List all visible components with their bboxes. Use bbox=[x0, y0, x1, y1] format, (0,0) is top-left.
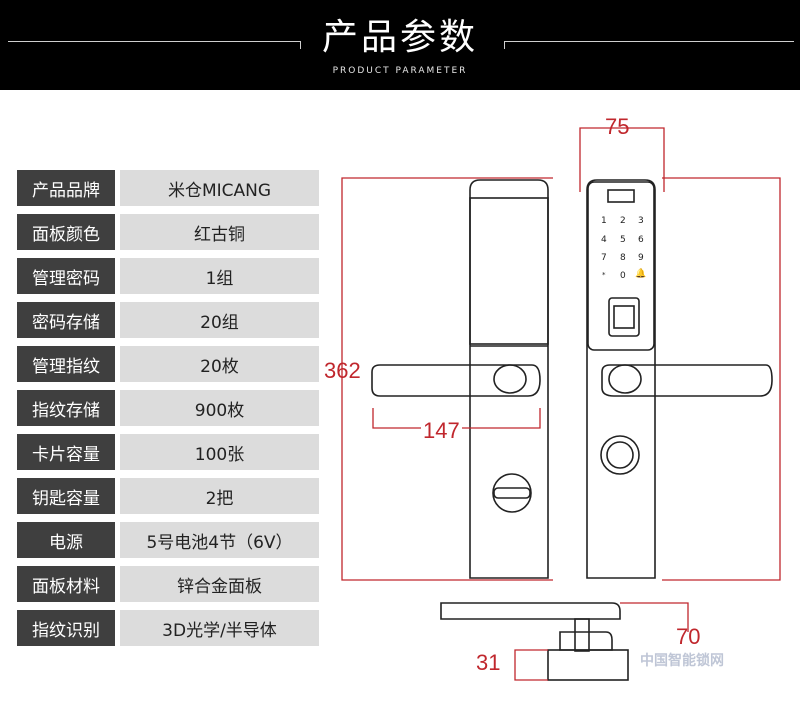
dim-height-right bbox=[662, 177, 781, 581]
param-label: 管理指纹 bbox=[17, 346, 115, 382]
top-view-plate bbox=[440, 602, 621, 620]
key-0: 0 bbox=[620, 271, 626, 281]
thumb-turn bbox=[492, 473, 532, 513]
param-row: 电源 5号电池4节（6V） bbox=[17, 522, 319, 558]
param-value: 900枚 bbox=[120, 390, 319, 426]
key-2: 2 bbox=[620, 216, 626, 226]
bell-icon: 🔔 bbox=[635, 269, 647, 279]
param-label: 钥匙容量 bbox=[17, 478, 115, 514]
front-handle bbox=[601, 364, 773, 397]
key-cylinder-inner bbox=[606, 441, 634, 469]
param-row: 产品品牌 米仓MICANG bbox=[17, 170, 319, 206]
key-star: * bbox=[602, 271, 606, 279]
param-row: 管理指纹 20枚 bbox=[17, 346, 319, 382]
top-view-spindle bbox=[574, 618, 590, 652]
param-value: 20枚 bbox=[120, 346, 319, 382]
header-rule-left bbox=[8, 41, 300, 42]
param-value: 3D光学/半导体 bbox=[120, 610, 319, 646]
fingerprint-window bbox=[613, 305, 635, 329]
param-value: 100张 bbox=[120, 434, 319, 470]
param-label: 指纹存储 bbox=[17, 390, 115, 426]
watermark: 中国智能锁网 bbox=[640, 653, 724, 669]
param-label: 电源 bbox=[17, 522, 115, 558]
key-4: 4 bbox=[601, 235, 607, 245]
param-value: 5号电池4节（6V） bbox=[120, 522, 319, 558]
key-3: 3 bbox=[638, 216, 644, 226]
thumb-turn-lever bbox=[493, 487, 531, 499]
dim-thumb-label: 31 bbox=[476, 650, 501, 675]
param-label: 面板颜色 bbox=[17, 214, 115, 250]
front-panel-display bbox=[607, 189, 635, 203]
param-row: 钥匙容量 2把 bbox=[17, 478, 319, 514]
key-cylinder bbox=[600, 435, 640, 475]
back-handle bbox=[371, 364, 541, 397]
param-value: 2把 bbox=[120, 478, 319, 514]
param-label: 指纹识别 bbox=[17, 610, 115, 646]
param-label: 产品品牌 bbox=[17, 170, 115, 206]
page-subtitle: PRODUCT PARAMETER bbox=[332, 66, 468, 76]
param-row: 卡片容量 100张 bbox=[17, 434, 319, 470]
back-panel-outline bbox=[469, 179, 549, 579]
header-rule-tick bbox=[300, 41, 301, 49]
front-panel-screen bbox=[587, 181, 655, 351]
param-value: 1组 bbox=[120, 258, 319, 294]
dim-height-left bbox=[341, 177, 553, 581]
fingerprint-sensor bbox=[608, 297, 640, 337]
param-row: 面板颜色 红古铜 bbox=[17, 214, 319, 250]
back-handle-rose bbox=[493, 364, 527, 394]
param-row: 管理密码 1组 bbox=[17, 258, 319, 294]
param-label: 卡片容量 bbox=[17, 434, 115, 470]
param-label: 管理密码 bbox=[17, 258, 115, 294]
param-value: 20组 bbox=[120, 302, 319, 338]
header-rule-right bbox=[504, 41, 794, 42]
param-value: 锌合金面板 bbox=[120, 566, 319, 602]
front-panel-outline bbox=[586, 179, 656, 579]
front-handle-rose bbox=[608, 364, 642, 394]
dim-thumb-line bbox=[514, 649, 548, 681]
header-banner: 产品参数 PRODUCT PARAMETER bbox=[0, 0, 800, 90]
header-rule-tick bbox=[504, 41, 505, 49]
key-7: 7 bbox=[601, 253, 607, 263]
key-6: 6 bbox=[638, 235, 644, 245]
param-row: 指纹识别 3D光学/半导体 bbox=[17, 610, 319, 646]
dim-width-line bbox=[579, 127, 665, 192]
dim-depth-line bbox=[620, 602, 689, 632]
key-5: 5 bbox=[620, 235, 626, 245]
param-row: 面板材料 锌合金面板 bbox=[17, 566, 319, 602]
key-8: 8 bbox=[620, 253, 626, 263]
key-1: 1 bbox=[601, 216, 607, 226]
dim-depth-label: 70 bbox=[676, 624, 701, 649]
param-row: 密码存储 20组 bbox=[17, 302, 319, 338]
dim-handle-label: 147 bbox=[421, 418, 462, 444]
top-view-knob bbox=[547, 649, 629, 681]
page-title: 产品参数 bbox=[321, 17, 478, 58]
param-value: 红古铜 bbox=[120, 214, 319, 250]
param-value: 米仓MICANG bbox=[120, 170, 319, 206]
back-panel-cover bbox=[469, 197, 549, 345]
dim-height-label: 362 bbox=[324, 358, 361, 383]
param-row: 指纹存储 900枚 bbox=[17, 390, 319, 426]
dim-width-label: 75 bbox=[605, 114, 630, 139]
key-9: 9 bbox=[638, 253, 644, 263]
param-label: 密码存储 bbox=[17, 302, 115, 338]
param-label: 面板材料 bbox=[17, 566, 115, 602]
top-view-knob-stem bbox=[559, 631, 613, 651]
